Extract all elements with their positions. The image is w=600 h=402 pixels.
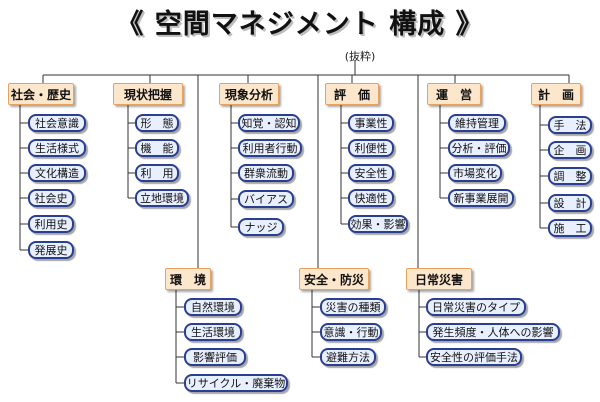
- item-daily-disaster-types: 日常災害のタイプ: [426, 298, 526, 316]
- item-living-environment: 生活環境: [184, 323, 242, 341]
- subtitle: (抜粋): [344, 50, 376, 63]
- item-natural-environment: 自然環境: [184, 298, 242, 316]
- category-current-status: 現状把握: [113, 83, 183, 105]
- item-social-awareness: 社会意識: [28, 114, 86, 132]
- item-cultural-structure: 文化構造: [28, 164, 86, 182]
- item-use: 利 用: [135, 164, 179, 182]
- item-safety: 安全性: [348, 164, 394, 182]
- item-perception: 知覚・認知: [238, 114, 300, 132]
- category-safety-disaster: 安全・防災: [299, 268, 369, 290]
- item-site-environment: 立地環境: [135, 189, 189, 207]
- category-environment: 環 境: [165, 268, 211, 290]
- item-lifestyle: 生活様式: [28, 139, 86, 157]
- page-title: 《 空間マネジメント 構成 》: [116, 9, 484, 40]
- item-new-business: 新事業展開: [448, 189, 514, 207]
- item-plan: 企 画: [548, 141, 592, 159]
- item-development-history: 発展史: [28, 241, 74, 259]
- item-design: 設 計: [548, 194, 592, 212]
- item-adjustment: 調 整: [548, 167, 592, 185]
- item-construction: 施 工: [548, 219, 592, 237]
- category-operation: 運 営: [427, 83, 481, 105]
- category-daily-disaster: 日常災害: [406, 268, 472, 290]
- item-maintenance: 維持管理: [448, 114, 506, 132]
- item-disaster-types: 災害の種類: [320, 298, 386, 316]
- item-user-behavior: 利用者行動: [238, 139, 302, 157]
- item-feasibility: 事業性: [348, 114, 394, 132]
- item-safety-evaluation-method: 安全性の評価手法: [426, 348, 522, 366]
- item-bias: バイアス: [238, 190, 294, 208]
- item-social-history: 社会史: [28, 189, 74, 207]
- category-phenomena-analysis: 現象分析: [219, 83, 279, 105]
- item-nudge: ナッジ: [238, 218, 284, 236]
- item-method: 手 法: [548, 116, 592, 134]
- item-function: 機 能: [135, 139, 179, 157]
- category-planning: 計 画: [531, 83, 581, 105]
- item-convenience: 利便性: [348, 139, 394, 157]
- item-market-change: 市場変化: [448, 164, 502, 182]
- item-evacuation-method: 避難方法: [320, 348, 376, 366]
- item-analysis-evaluation: 分析・評価: [448, 139, 510, 157]
- category-evaluation: 評 価: [325, 83, 379, 105]
- category-society: 社会・歴史: [8, 83, 74, 105]
- item-effect-impact: 効果・影響: [348, 215, 408, 233]
- item-comfort: 快適性: [348, 189, 394, 207]
- item-impact-assessment: 影響評価: [184, 348, 246, 366]
- item-awareness-behavior: 意識・行動: [320, 323, 382, 341]
- item-crowd-flow: 群衆流動: [238, 164, 294, 182]
- item-frequency-impact: 発生頻度・人体への影響: [426, 323, 560, 341]
- item-recycling-waste: リサイクル・廃棄物: [184, 374, 288, 392]
- item-usage-history: 利用史: [28, 215, 74, 233]
- item-form: 形 態: [135, 114, 179, 132]
